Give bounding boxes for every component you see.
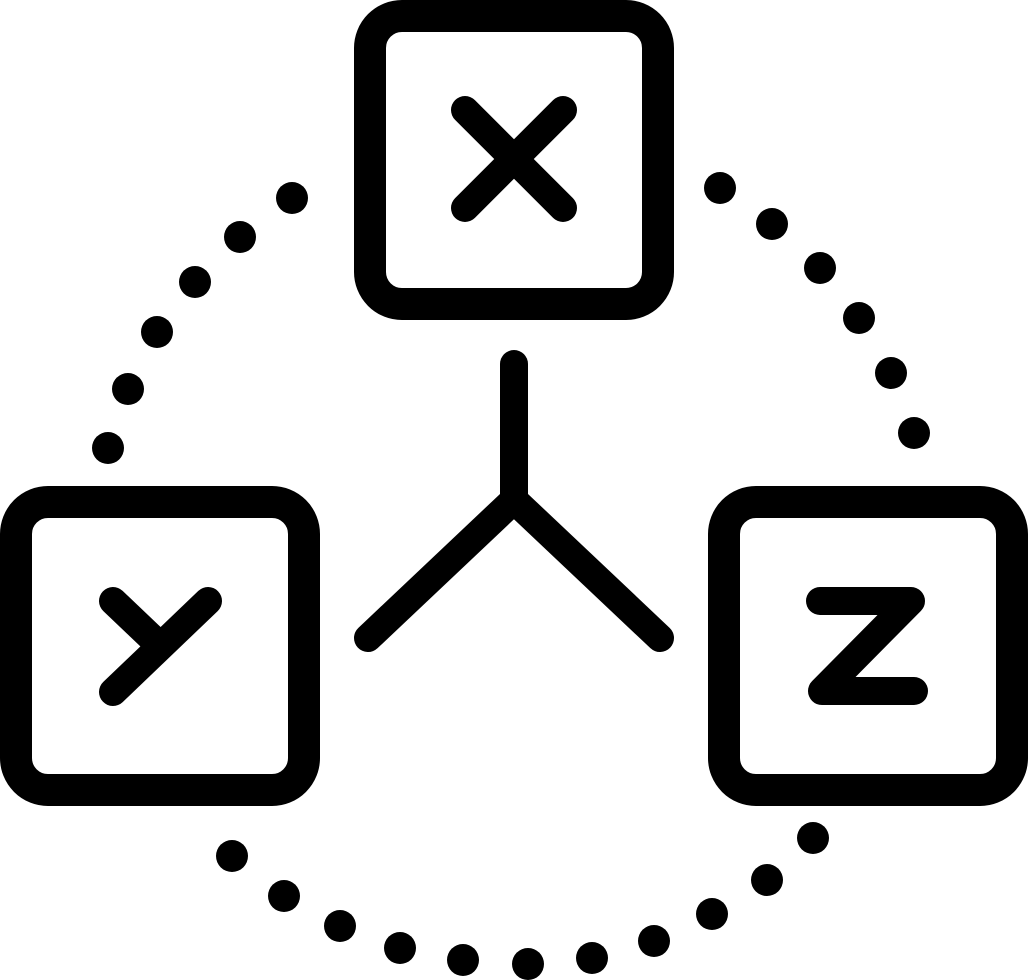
orbit-dot [216, 840, 248, 872]
orbit-dot [875, 357, 907, 389]
z-glyph-icon [806, 587, 928, 705]
orbit-dot [756, 208, 788, 240]
z-box [708, 486, 1028, 806]
orbit-dot [268, 880, 300, 912]
orbit-dot [276, 182, 308, 214]
orbit-dot [751, 864, 783, 896]
orbit-dot [324, 910, 356, 942]
orbit-dot [797, 822, 829, 854]
dotted-orbit [92, 172, 930, 980]
orbit-dot [804, 252, 836, 284]
orbit-dot [447, 944, 479, 976]
orbit-dot [179, 266, 211, 298]
orbit-dot [843, 302, 875, 334]
y-glyph-icon [99, 587, 222, 706]
orbit-dot [384, 932, 416, 964]
y-box [0, 486, 320, 806]
orbit-dot [92, 432, 124, 464]
orbit-dot [704, 172, 736, 204]
x-box [354, 0, 674, 320]
x-glyph-icon [451, 96, 577, 222]
orbit-dot [696, 898, 728, 930]
branch-connector-icon [354, 350, 674, 652]
orbit-dot [638, 925, 670, 957]
orbit-dot [898, 417, 930, 449]
orbit-dot [576, 942, 608, 974]
orbit-dot [112, 373, 144, 405]
orbit-dot [141, 316, 173, 348]
orbit-dot [224, 221, 256, 253]
orbit-dot [512, 948, 544, 980]
